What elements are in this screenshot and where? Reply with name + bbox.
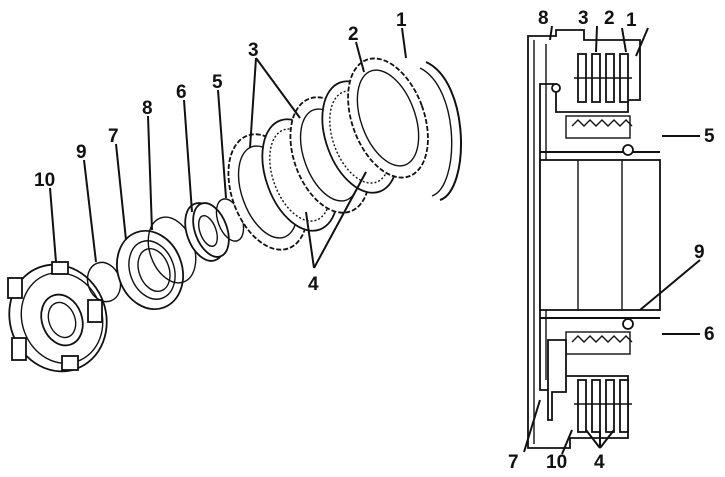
part-7-piston [116,229,184,311]
part-10-clutch-drum [7,261,108,373]
callout-8: 8 [142,98,153,119]
section-callout-8: 8 [538,8,549,29]
hub [539,159,661,311]
section-callout-6: 6 [704,324,715,345]
callout-6: 6 [176,82,187,103]
callout-3: 3 [248,40,259,61]
piston-profile [547,339,567,421]
part-2-pressure-plate [347,57,429,179]
section-callout-1: 1 [626,10,637,31]
callout-7: 7 [108,126,119,147]
callout-4: 4 [308,274,319,295]
section-callout-7: 7 [508,452,519,473]
callout-9: 9 [76,142,87,163]
section-callout-4: 4 [594,452,605,473]
upper-return-spring [571,119,633,127]
callout-1: 1 [396,10,407,31]
section-callout-10: 10 [546,452,567,473]
callout-2: 2 [348,24,359,45]
callout-10: 10 [34,170,55,191]
exploded-view: 1 2 3 4 5 6 8 7 9 10 [7,10,462,373]
section-callout-5: 5 [704,126,715,147]
section-callout-3: 3 [578,8,589,29]
section-callout-9: 9 [694,242,705,263]
upper-clutch-pack [574,53,632,103]
part-6-return-spring [184,202,230,262]
section-callout-2: 2 [604,8,615,29]
lower-return-spring [571,335,633,343]
lower-clutch-pack [574,379,632,433]
section-view: 1 2 3 8 5 9 6 7 10 4 [508,8,715,473]
part-1-snap-ring [425,61,462,201]
callout-5: 5 [212,72,223,93]
